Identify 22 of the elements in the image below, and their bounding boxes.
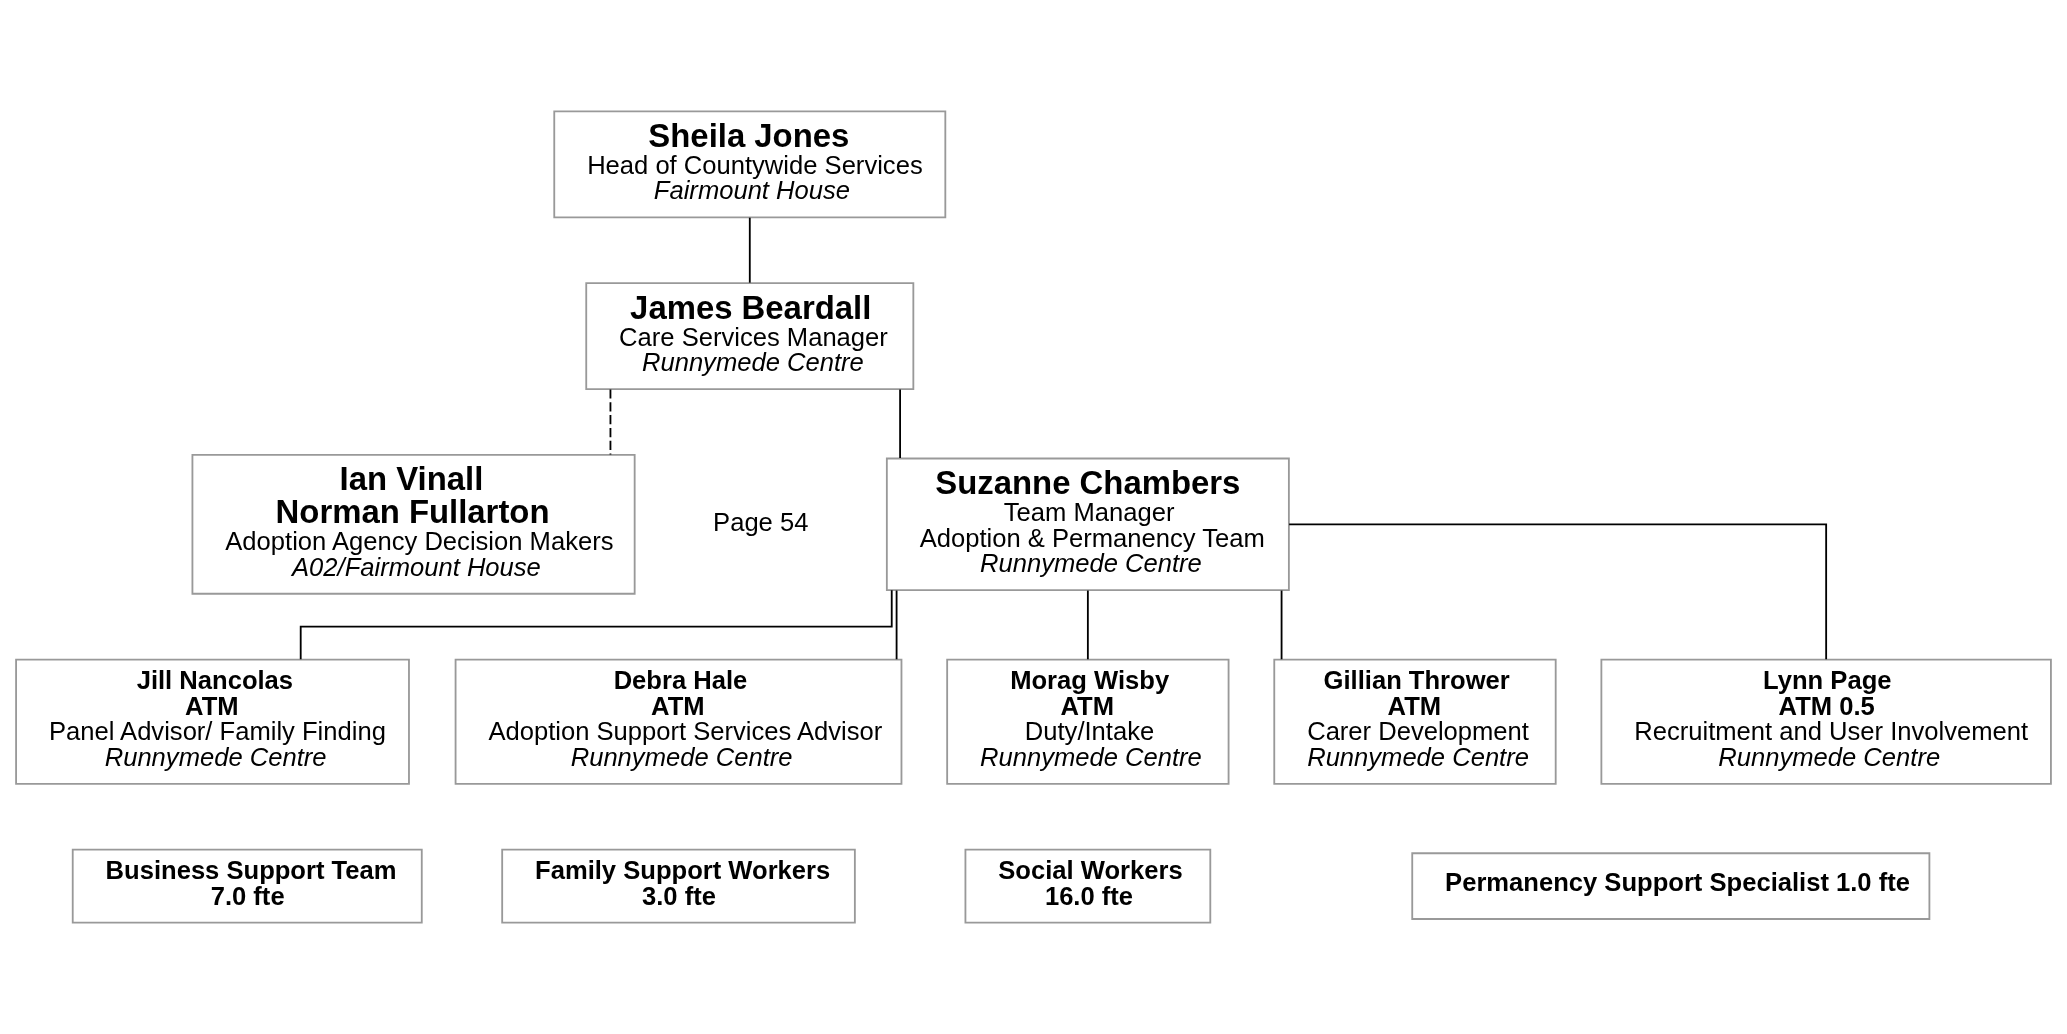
node-box: Debra Hale ATM Adoption Support Services Advisor Runnymede Centre xyxy=(454,658,903,785)
node-box: Morag Wisby ATM Duty/Intake Runnymede Centre xyxy=(946,658,1230,785)
connector xyxy=(299,589,893,661)
node-box: Social Workers 16.0 fte xyxy=(964,848,1212,924)
node-box: Permanency Support Specialist 1.0 fte xyxy=(1411,852,1931,920)
label: Page 54 xyxy=(713,508,809,537)
connector xyxy=(1086,589,1089,661)
connector xyxy=(895,589,898,661)
connector xyxy=(609,388,612,456)
node-box: Business Support Team 7.0 fte xyxy=(71,848,423,924)
connector xyxy=(1288,523,1828,661)
connector xyxy=(748,216,751,284)
node-box: Gillian Thrower ATM Carer Development Runnymede Centre xyxy=(1273,658,1557,785)
connector xyxy=(1280,589,1283,661)
node-box: Family Support Workers 3.0 fte xyxy=(501,848,856,924)
node-box: James Beardall Care Services Manager Runnymede Centre xyxy=(585,282,915,390)
node-box: Lynn Page ATM 0.5 Recruitment and User Involvement Runnymede Centre xyxy=(1600,658,2052,785)
node-box: Sheila Jones Head of Countywide Services Fairmount House xyxy=(553,110,947,219)
node-box: Suzanne Chambers Team Manager Adoption & Permanency Team Runnymede Centre xyxy=(885,457,1290,591)
node-box: Jill Nancolas ATM Panel Advisor/ Family Finding Runnymede Centre xyxy=(15,658,410,785)
connector xyxy=(899,388,901,459)
node-box: Ian Vinall Norman Fullarton Adoption Agency Decision Makers A02/Fairmount House xyxy=(191,453,636,595)
